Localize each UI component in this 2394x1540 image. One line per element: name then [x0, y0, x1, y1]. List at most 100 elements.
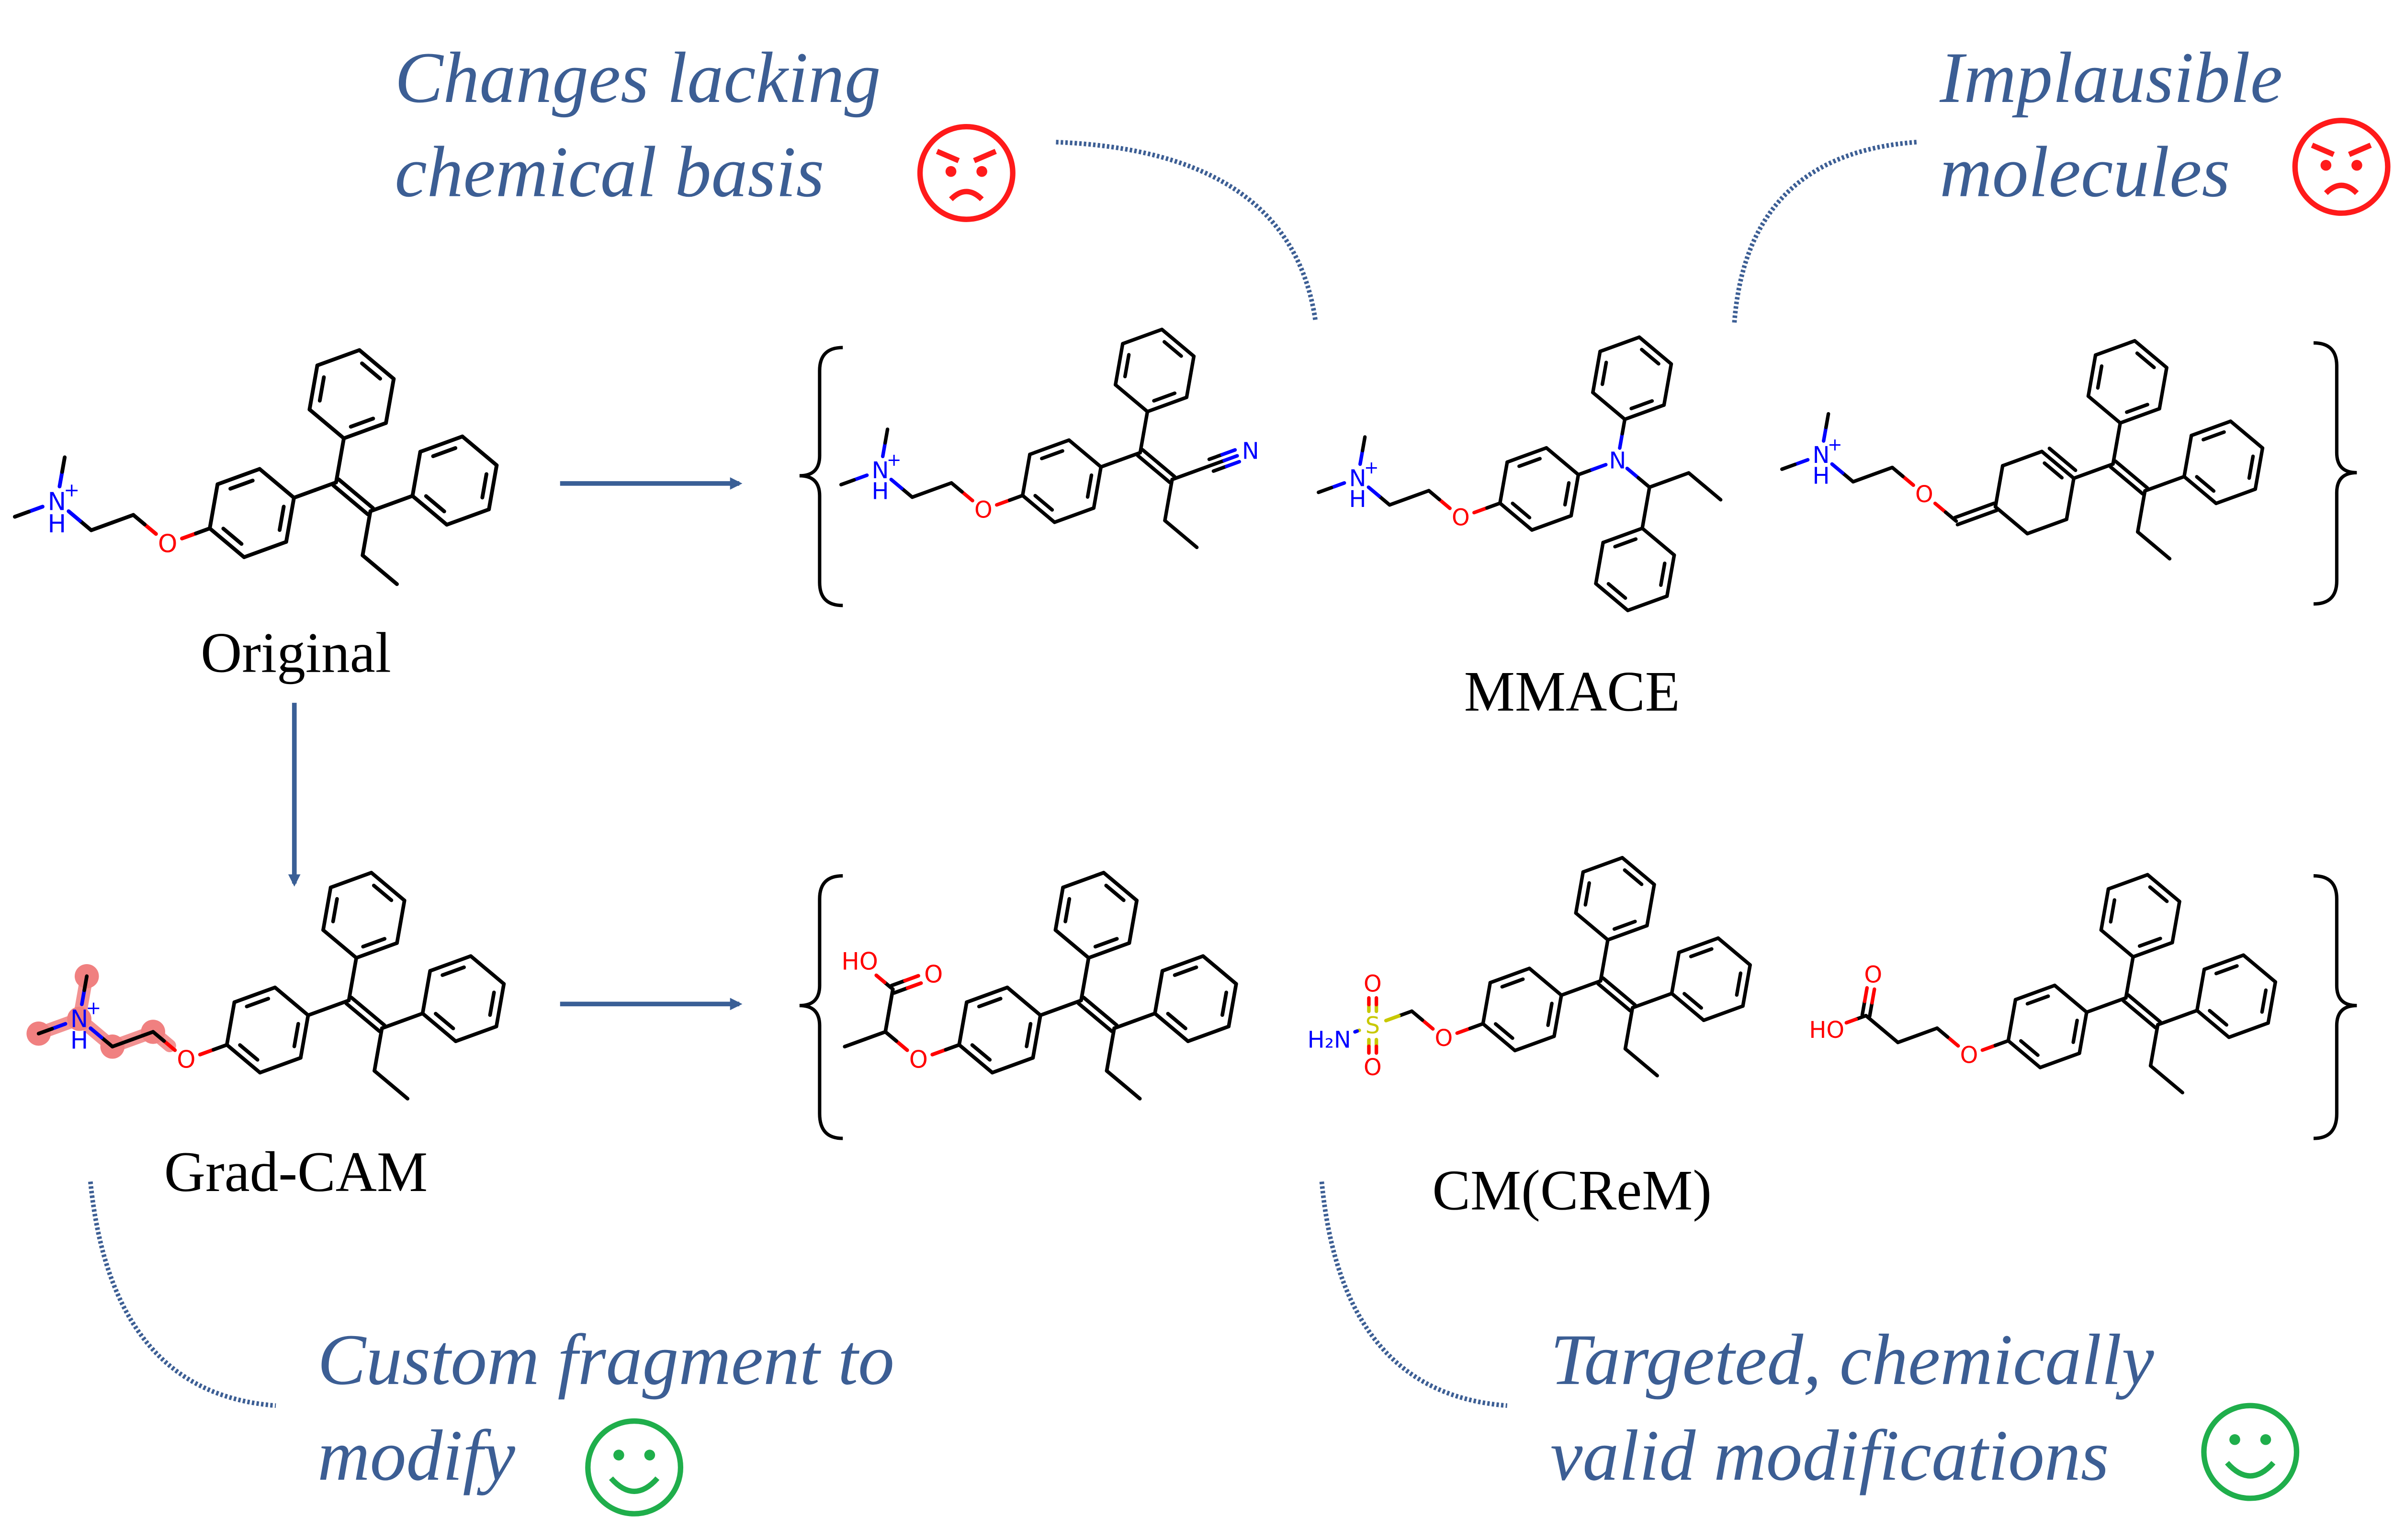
callout-top-left: Changes lacking chemical basis [395, 37, 881, 212]
ether-oxygen-label: O [1435, 1025, 1453, 1052]
bond [1617, 989, 1637, 1007]
bond [1220, 990, 1229, 1017]
left-brace [799, 874, 843, 1140]
bond [2114, 421, 2122, 446]
bond [242, 540, 288, 559]
bond [151, 1030, 166, 1043]
bond [1353, 1029, 1359, 1034]
bond [970, 1043, 992, 1062]
bond [361, 1015, 382, 1034]
bond [1093, 937, 1119, 949]
bond [2148, 1064, 2168, 1081]
bond [1138, 430, 1146, 455]
bond [1166, 477, 1174, 502]
bond [1472, 506, 1489, 515]
bond [1209, 459, 1226, 467]
bond [1559, 986, 1583, 997]
bond [1360, 435, 1367, 452]
bond [1933, 501, 1948, 514]
bond [1132, 1012, 1157, 1023]
bond [2163, 474, 2186, 486]
bond [1703, 484, 1723, 502]
bond [2136, 509, 2143, 534]
bond [1141, 448, 1161, 465]
bond [1625, 466, 1640, 480]
bond [1552, 993, 1563, 1038]
bond [89, 520, 114, 532]
bond [225, 1043, 262, 1075]
bond [949, 481, 964, 494]
caption-cm: CM(CReM) [1432, 1158, 1712, 1222]
bond [1397, 1009, 1414, 1018]
bond [2086, 353, 2098, 398]
bond [1716, 936, 1752, 967]
bond [60, 455, 67, 474]
bond [1201, 954, 1238, 986]
bond [1488, 967, 1531, 985]
sulfonyl-oxygen-label: O [1364, 971, 1382, 998]
bond [2099, 928, 2135, 959]
bond [1076, 1001, 1097, 1020]
bond [1623, 1047, 1643, 1064]
bond [1870, 987, 1876, 1005]
bond [883, 1030, 898, 1043]
bond [1606, 923, 1649, 942]
bond [2182, 434, 2193, 479]
bond [1468, 1022, 1485, 1031]
ether-oxygen-label: O [974, 497, 993, 523]
bond [228, 478, 255, 491]
bond [245, 997, 271, 1009]
bond [2157, 366, 2168, 411]
bond [1086, 941, 1131, 960]
bond [883, 427, 890, 445]
bond [1170, 471, 1194, 482]
bond [1591, 391, 1627, 421]
bond [1637, 335, 1673, 366]
bond [2202, 430, 2226, 442]
bond [1639, 1060, 1659, 1078]
bond [2124, 976, 2132, 1000]
bond [494, 982, 506, 1029]
leader-curve [88, 1181, 276, 1408]
bond [2019, 1039, 2040, 1057]
leader-curve [1319, 1181, 1508, 1408]
bond [965, 985, 1009, 1004]
bond [1601, 976, 1621, 993]
bond [1505, 446, 1548, 464]
bond [2133, 339, 2168, 370]
bond [2208, 1009, 2228, 1027]
hydrogen-label: H [48, 510, 67, 539]
bond [863, 1030, 887, 1041]
bond [389, 494, 415, 506]
bond [1830, 462, 1844, 475]
bond [1114, 383, 1150, 414]
bond [2071, 1018, 2079, 1044]
bond [1092, 465, 1103, 510]
bond [131, 1030, 155, 1041]
bond [1667, 471, 1691, 482]
hydroxyl-label: HO [1809, 1017, 1844, 1044]
bond [1063, 897, 1072, 923]
hydrogen-label: H [872, 479, 889, 505]
bond [1576, 468, 1594, 477]
bond [1227, 982, 1238, 1029]
bond [2006, 998, 2018, 1043]
bond [349, 995, 370, 1013]
bond [82, 974, 89, 992]
bond [366, 1009, 386, 1027]
bond [1407, 489, 1431, 500]
bond [1677, 936, 1720, 955]
bond [994, 498, 1012, 507]
bond [292, 488, 317, 500]
callout-text-line2: molecules [1940, 132, 2230, 212]
bond [1028, 438, 1071, 456]
bond [215, 467, 262, 486]
bond [1793, 458, 1810, 467]
bond [361, 937, 387, 949]
bond [1581, 856, 1624, 874]
callout-text-line1: Changes lacking [395, 37, 881, 118]
bond [2156, 1016, 2179, 1027]
mmace-1-molecule: NON+H [839, 327, 1259, 550]
bond [1993, 1039, 2010, 1047]
